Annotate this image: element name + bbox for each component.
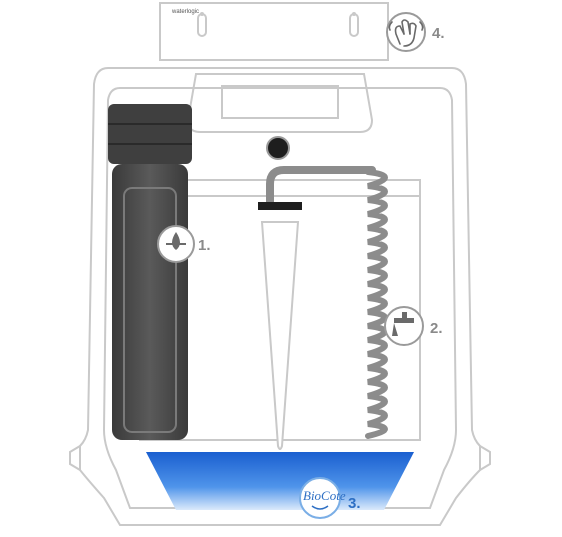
cooling-coil [365,169,388,439]
callout-number-1: 1. [198,237,211,254]
supply-pipe [266,166,376,210]
callout-number-4: 4. [432,25,445,42]
brand-label: waterlogic [171,9,199,15]
display-panel [186,73,374,133]
callout-touchless: 4. [386,12,445,52]
hand-wave-icon [388,19,424,47]
callout-purification: 1. [157,225,211,263]
biocote-logo: BioCote [303,488,346,503]
callout-cooling: 2. [384,306,443,346]
callout-biocote: BioCote 3. [299,477,361,519]
mounting-bracket: waterlogic [159,2,389,61]
dispense-nozzle [266,136,290,160]
callout-number-3: 3. [348,495,361,512]
basin-fill [146,452,414,510]
water-drop-icon [166,232,186,250]
purification-cartridge [108,104,192,440]
callout-number-2: 2. [430,320,443,337]
faucet-icon [392,312,414,336]
uv-lamp [258,202,302,450]
